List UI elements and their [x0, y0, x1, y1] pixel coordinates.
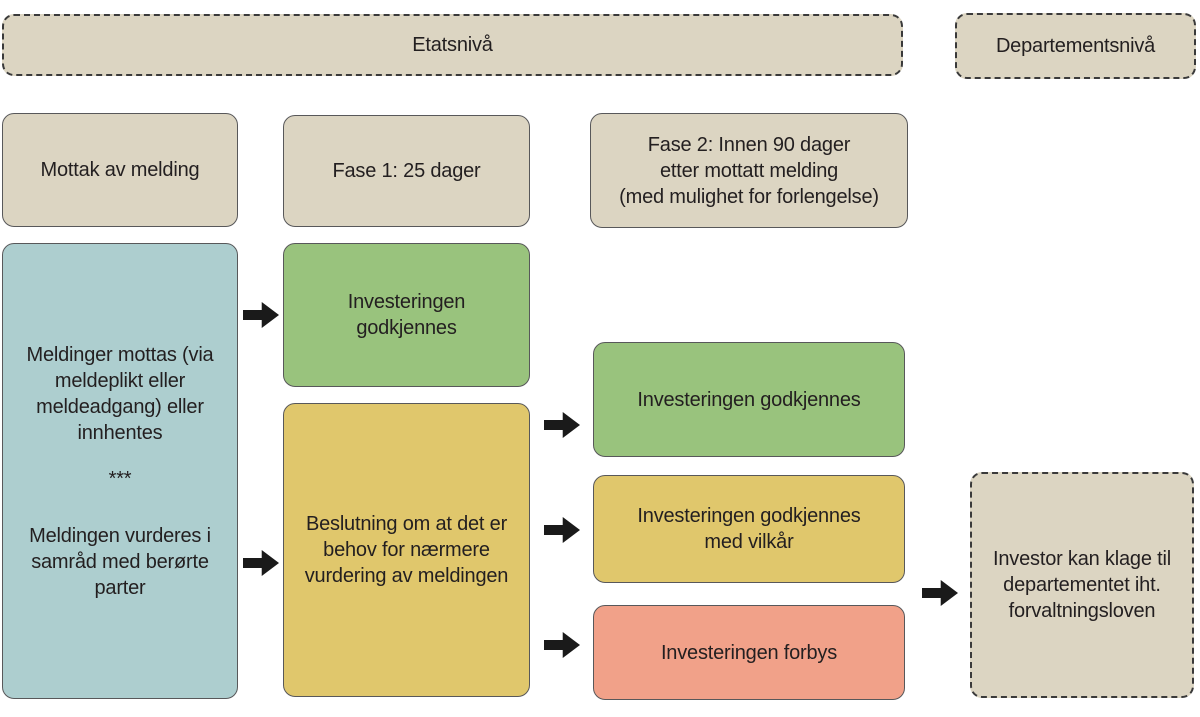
- lane-etatsniva: Etatsnivå: [2, 14, 903, 76]
- phase-header-fase2: Fase 2: Innen 90 dager etter mottatt mel…: [590, 113, 908, 228]
- arrow-right-icon: [922, 580, 958, 606]
- lane-departementsniva: Departementsnivå: [955, 13, 1196, 79]
- arrow-right-icon: [544, 517, 580, 543]
- arrow-right-icon: [544, 412, 580, 438]
- node-beslutning-vurdering: Beslutning om at det er behov for nærmer…: [283, 403, 530, 697]
- node-forbys: Investeringen forbys: [593, 605, 905, 700]
- node-godkjennes-fase2-label: Investeringen godkjennes: [637, 388, 861, 411]
- phase-header-fase1-label: Fase 1: 25 dager: [332, 160, 481, 182]
- lane-etatsniva-label: Etatsnivå: [412, 34, 493, 56]
- arrow-right-icon: [243, 302, 279, 328]
- arrow-right-icon: [243, 550, 279, 576]
- phase-header-fase2-label: Fase 2: Innen 90 dager etter mottatt mel…: [619, 133, 879, 208]
- arrow-right-icon: [544, 632, 580, 658]
- node-godkjennes-fase1: Investeringen godkjennes: [283, 243, 530, 387]
- node-beslutning-vurdering-label: Beslutning om at det er behov for nærmer…: [304, 513, 509, 587]
- node-melding-mottas-text-bottom: Meldingen vurderes i samråd med berørte …: [29, 524, 211, 599]
- node-melding-mottas: Meldinger mottas (via meldeplikt eller m…: [2, 243, 238, 699]
- phase-header-fase1: Fase 1: 25 dager: [283, 115, 530, 227]
- node-forbys-label: Investeringen forbys: [660, 641, 838, 664]
- node-melding-mottas-separator: ***: [108, 467, 132, 490]
- node-godkjennes-fase1-label: Investeringen godkjennes: [347, 291, 466, 339]
- lane-departementsniva-label: Departementsnivå: [995, 35, 1156, 57]
- node-investor-klage-label: Investor kan klage til departementet iht…: [993, 548, 1171, 622]
- node-godkjennes-med-vilkar: Investeringen godkjennes med vilkår: [593, 475, 905, 583]
- phase-header-mottak: Mottak av melding: [2, 113, 238, 227]
- node-melding-mottas-text-top: Meldinger mottas (via meldeplikt eller m…: [26, 343, 214, 444]
- phase-header-mottak-label: Mottak av melding: [40, 159, 200, 181]
- node-godkjennes-med-vilkar-label: Investeringen godkjennes med vilkår: [637, 505, 861, 553]
- node-investor-klage: Investor kan klage til departementet iht…: [970, 472, 1194, 698]
- node-godkjennes-fase2: Investeringen godkjennes: [593, 342, 905, 457]
